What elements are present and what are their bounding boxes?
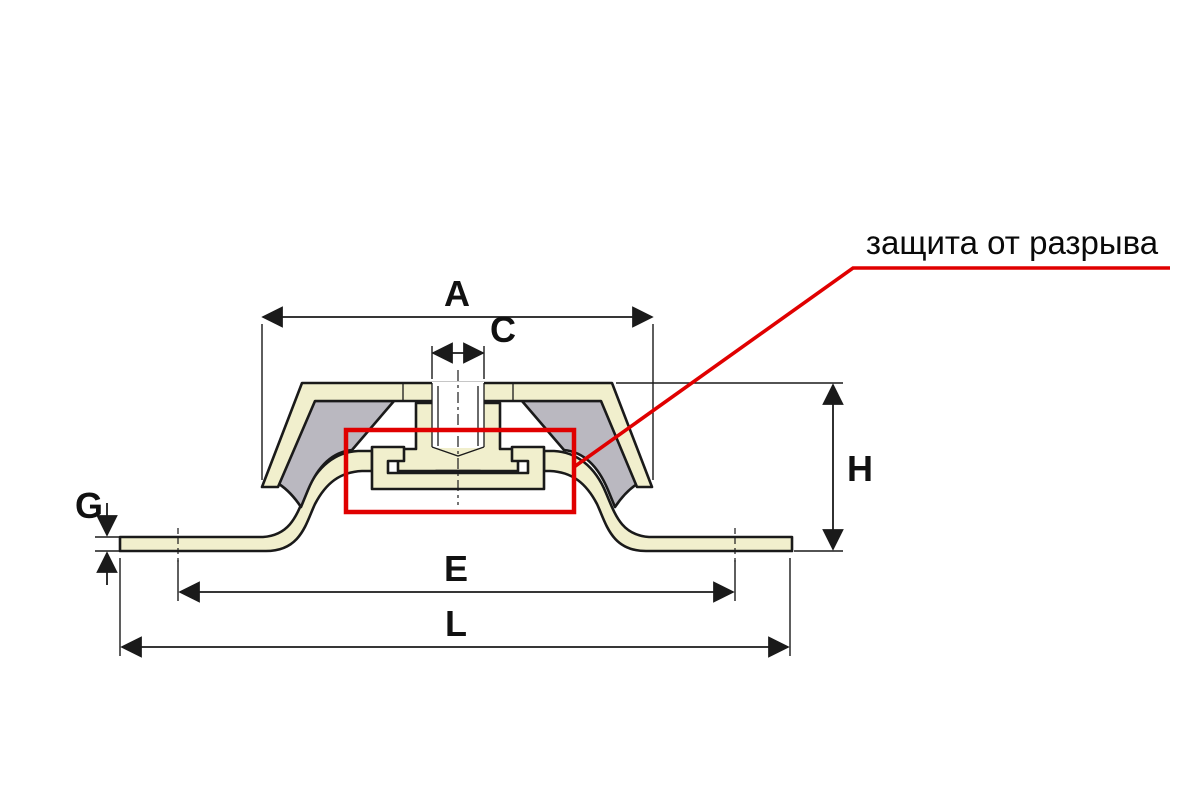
- dim-A-label: A: [444, 273, 470, 314]
- dim-G-label: G: [75, 485, 103, 526]
- dim-E-label: E: [444, 548, 468, 589]
- base-plate-right: [542, 449, 794, 553]
- highlight-box: [343, 427, 577, 515]
- dim-H-label: H: [847, 448, 873, 489]
- thread-hole-bottom: [431, 446, 485, 457]
- tear-protection-channel: [370, 445, 546, 491]
- dim-L-label: L: [445, 603, 467, 644]
- callout-annotation: защита от разрыва: [866, 224, 1159, 261]
- rubber-wedge-left: [277, 399, 396, 509]
- callout-leader-line: [572, 266, 1170, 469]
- rubber-wedge-right: [520, 399, 639, 509]
- dim-C-label: C: [490, 309, 516, 350]
- housing-shell: [260, 381, 654, 489]
- base-plate-left: [118, 449, 374, 553]
